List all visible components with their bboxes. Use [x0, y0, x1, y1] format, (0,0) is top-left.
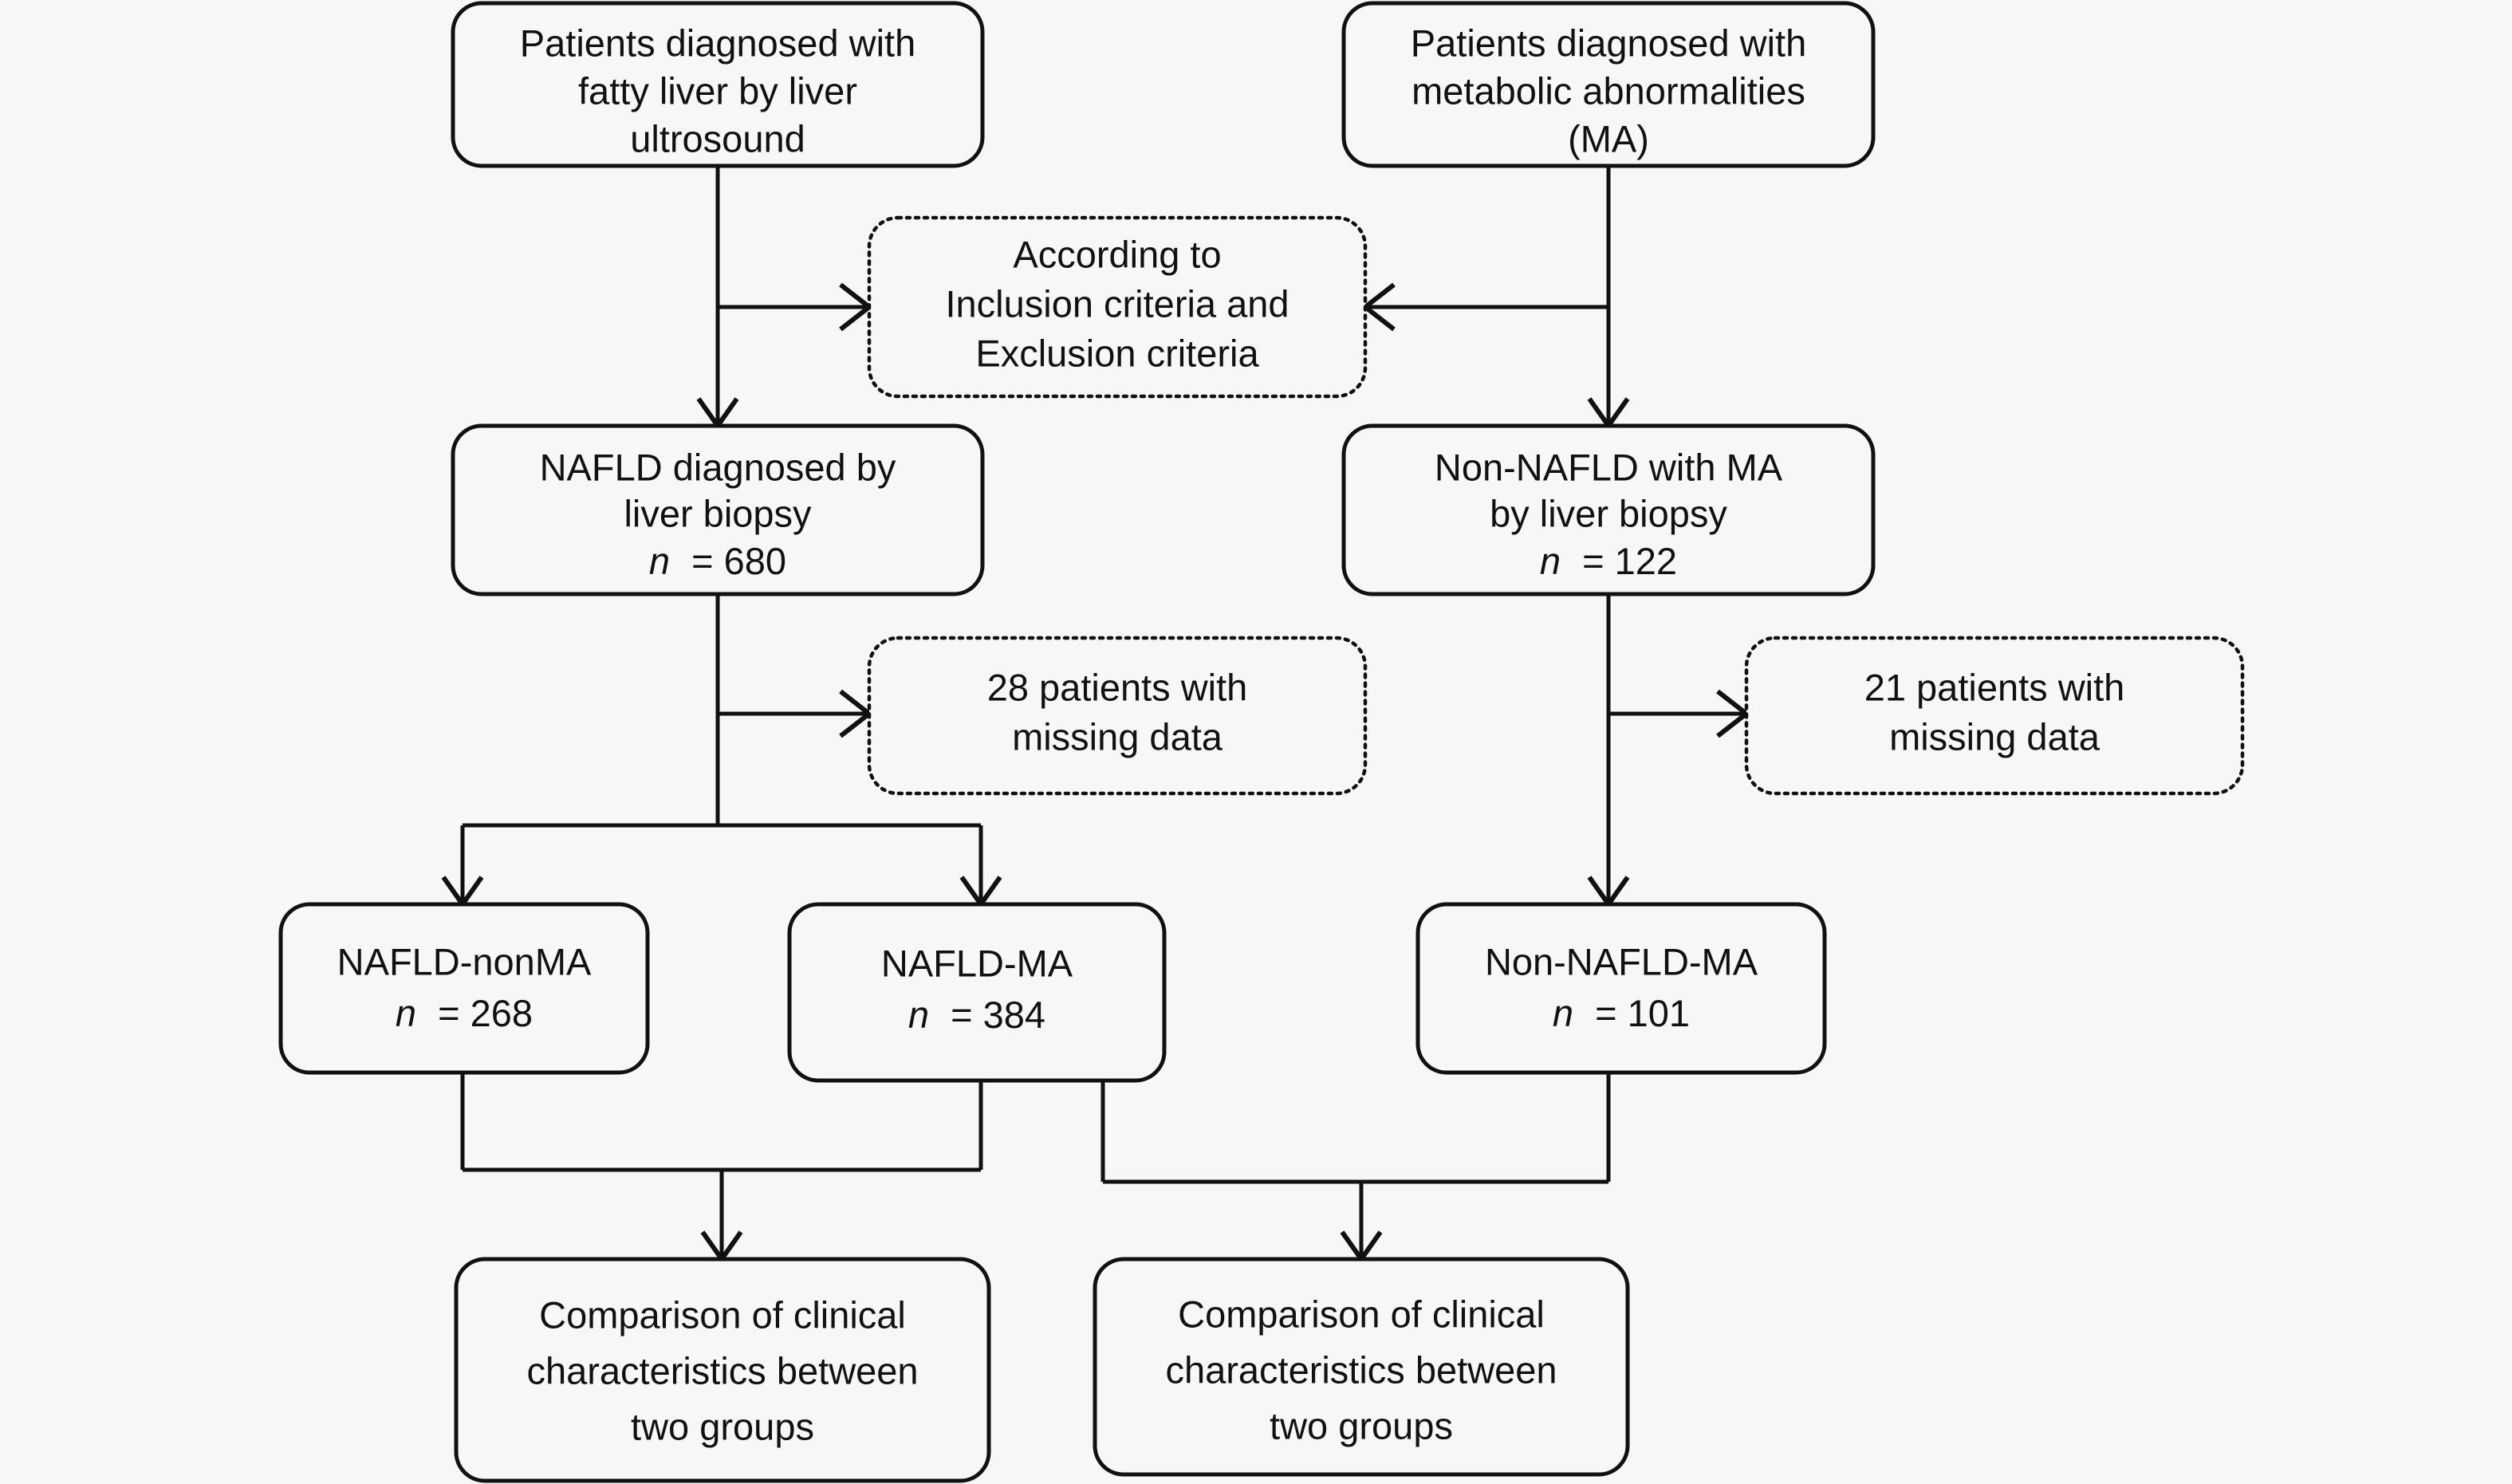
- node-compare-left-shape: [454, 1257, 991, 1483]
- node-nafld-biopsy-shape: [451, 423, 985, 596]
- node-source-ma-line-2: metabolic abnormalities: [1412, 69, 1805, 112]
- node-source-ma-line-1: Patients diagnosed with: [1411, 22, 1806, 64]
- node-non-nafld-ma-shape: [1415, 902, 1827, 1075]
- node-nafld-ma[interactable]: NAFLD-MA n = 384: [787, 902, 1167, 1083]
- node-compare-left-line-2: characteristics between: [526, 1349, 918, 1391]
- node-non-nafld-biopsy-shape: [1341, 423, 1876, 596]
- node-nafld-biopsy[interactable]: NAFLD diagnosed by liver biopsy n = 680: [451, 423, 985, 596]
- node-nafld-biopsy-count-label: n: [649, 540, 670, 582]
- node-criteria-line-1: According to: [1013, 233, 1221, 275]
- node-nafld-nonma-count: n = 268: [396, 992, 533, 1034]
- node-criteria[interactable]: According to Inclusion criteria and Excl…: [867, 215, 1368, 399]
- node-criteria-line-2: Inclusion criteria and: [945, 282, 1289, 325]
- node-nafld-biopsy-count: n = 680: [649, 540, 786, 582]
- node-nafld-nonma-line-1: NAFLD-nonMA: [337, 940, 592, 982]
- node-missing-right-line-1: 21 patients with: [1864, 666, 2125, 708]
- node-non-nafld-ma[interactable]: Non-NAFLD-MA n = 101: [1415, 902, 1827, 1075]
- node-missing-left[interactable]: 28 patients with missing data: [867, 636, 1368, 796]
- node-nafld-ma-count: n = 384: [908, 994, 1045, 1036]
- node-source-ma-line-3: (MA): [1568, 117, 1649, 159]
- node-source-ma-shape: [1341, 1, 1876, 168]
- node-nafld-ma-line-1: NAFLD-MA: [881, 942, 1073, 984]
- node-criteria-line-3: Exclusion criteria: [975, 332, 1259, 374]
- node-nafld-nonma-count-value: = 268: [438, 992, 533, 1034]
- node-compare-right-line-1: Comparison of clinical: [1178, 1293, 1545, 1335]
- node-source-nafld-line-2: fatty liver by liver: [578, 69, 857, 112]
- node-missing-right[interactable]: 21 patients with missing data: [1744, 636, 2245, 796]
- node-nafld-biopsy-line-2: liver biopsy: [624, 492, 812, 534]
- node-compare-left[interactable]: Comparison of clinical characteristics b…: [454, 1257, 991, 1483]
- node-non-nafld-biopsy-line-2: by liver biopsy: [1490, 492, 1727, 534]
- node-non-nafld-ma-line-1: Non-NAFLD-MA: [1485, 940, 1758, 982]
- node-non-nafld-ma-count-value: = 101: [1595, 992, 1690, 1034]
- node-criteria-shape: [867, 215, 1368, 399]
- node-source-nafld-line-1: Patients diagnosed with: [520, 22, 915, 64]
- node-nafld-biopsy-count-value: = 680: [691, 540, 786, 582]
- node-compare-left-line-3: two groups: [631, 1405, 814, 1447]
- node-non-nafld-biopsy-count-value: = 122: [1582, 540, 1677, 582]
- node-nafld-nonma-shape: [278, 902, 650, 1075]
- node-non-nafld-ma-count: n = 101: [1553, 992, 1690, 1034]
- node-missing-left-line-2: missing data: [1012, 715, 1223, 758]
- node-nafld-biopsy-line-1: NAFLD diagnosed by: [540, 446, 896, 488]
- node-non-nafld-biopsy-count: n = 122: [1540, 540, 1677, 582]
- node-source-nafld-shape: [451, 1, 985, 168]
- node-non-nafld-biopsy-count-label: n: [1540, 540, 1561, 582]
- node-source-nafld[interactable]: Patients diagnosed with fatty liver by l…: [451, 1, 985, 168]
- node-missing-left-shape: [867, 636, 1368, 796]
- node-source-ma[interactable]: Patients diagnosed with metabolic abnorm…: [1341, 1, 1876, 168]
- node-missing-left-line-1: 28 patients with: [987, 666, 1248, 708]
- node-compare-right-line-3: two groups: [1270, 1404, 1453, 1447]
- node-nafld-ma-count-label: n: [908, 994, 929, 1036]
- node-non-nafld-biopsy[interactable]: Non-NAFLD with MA by liver biopsy n = 12…: [1341, 423, 1876, 596]
- node-compare-right-shape: [1093, 1257, 1630, 1477]
- node-nafld-ma-count-value: = 384: [951, 994, 1045, 1036]
- node-non-nafld-ma-count-label: n: [1553, 992, 1573, 1034]
- node-compare-left-line-1: Comparison of clinical: [539, 1293, 906, 1336]
- node-nafld-nonma-count-label: n: [396, 992, 416, 1034]
- node-source-nafld-line-3: ultrosound: [630, 117, 805, 159]
- node-nafld-ma-shape: [787, 902, 1167, 1083]
- node-non-nafld-biopsy-line-1: Non-NAFLD with MA: [1435, 446, 1783, 488]
- node-nafld-nonma[interactable]: NAFLD-nonMA n = 268: [278, 902, 650, 1075]
- node-compare-right-line-2: characteristics between: [1165, 1348, 1557, 1391]
- node-missing-right-shape: [1744, 636, 2245, 796]
- node-missing-right-line-2: missing data: [1889, 715, 2101, 758]
- node-compare-right[interactable]: Comparison of clinical characteristics b…: [1093, 1257, 1630, 1477]
